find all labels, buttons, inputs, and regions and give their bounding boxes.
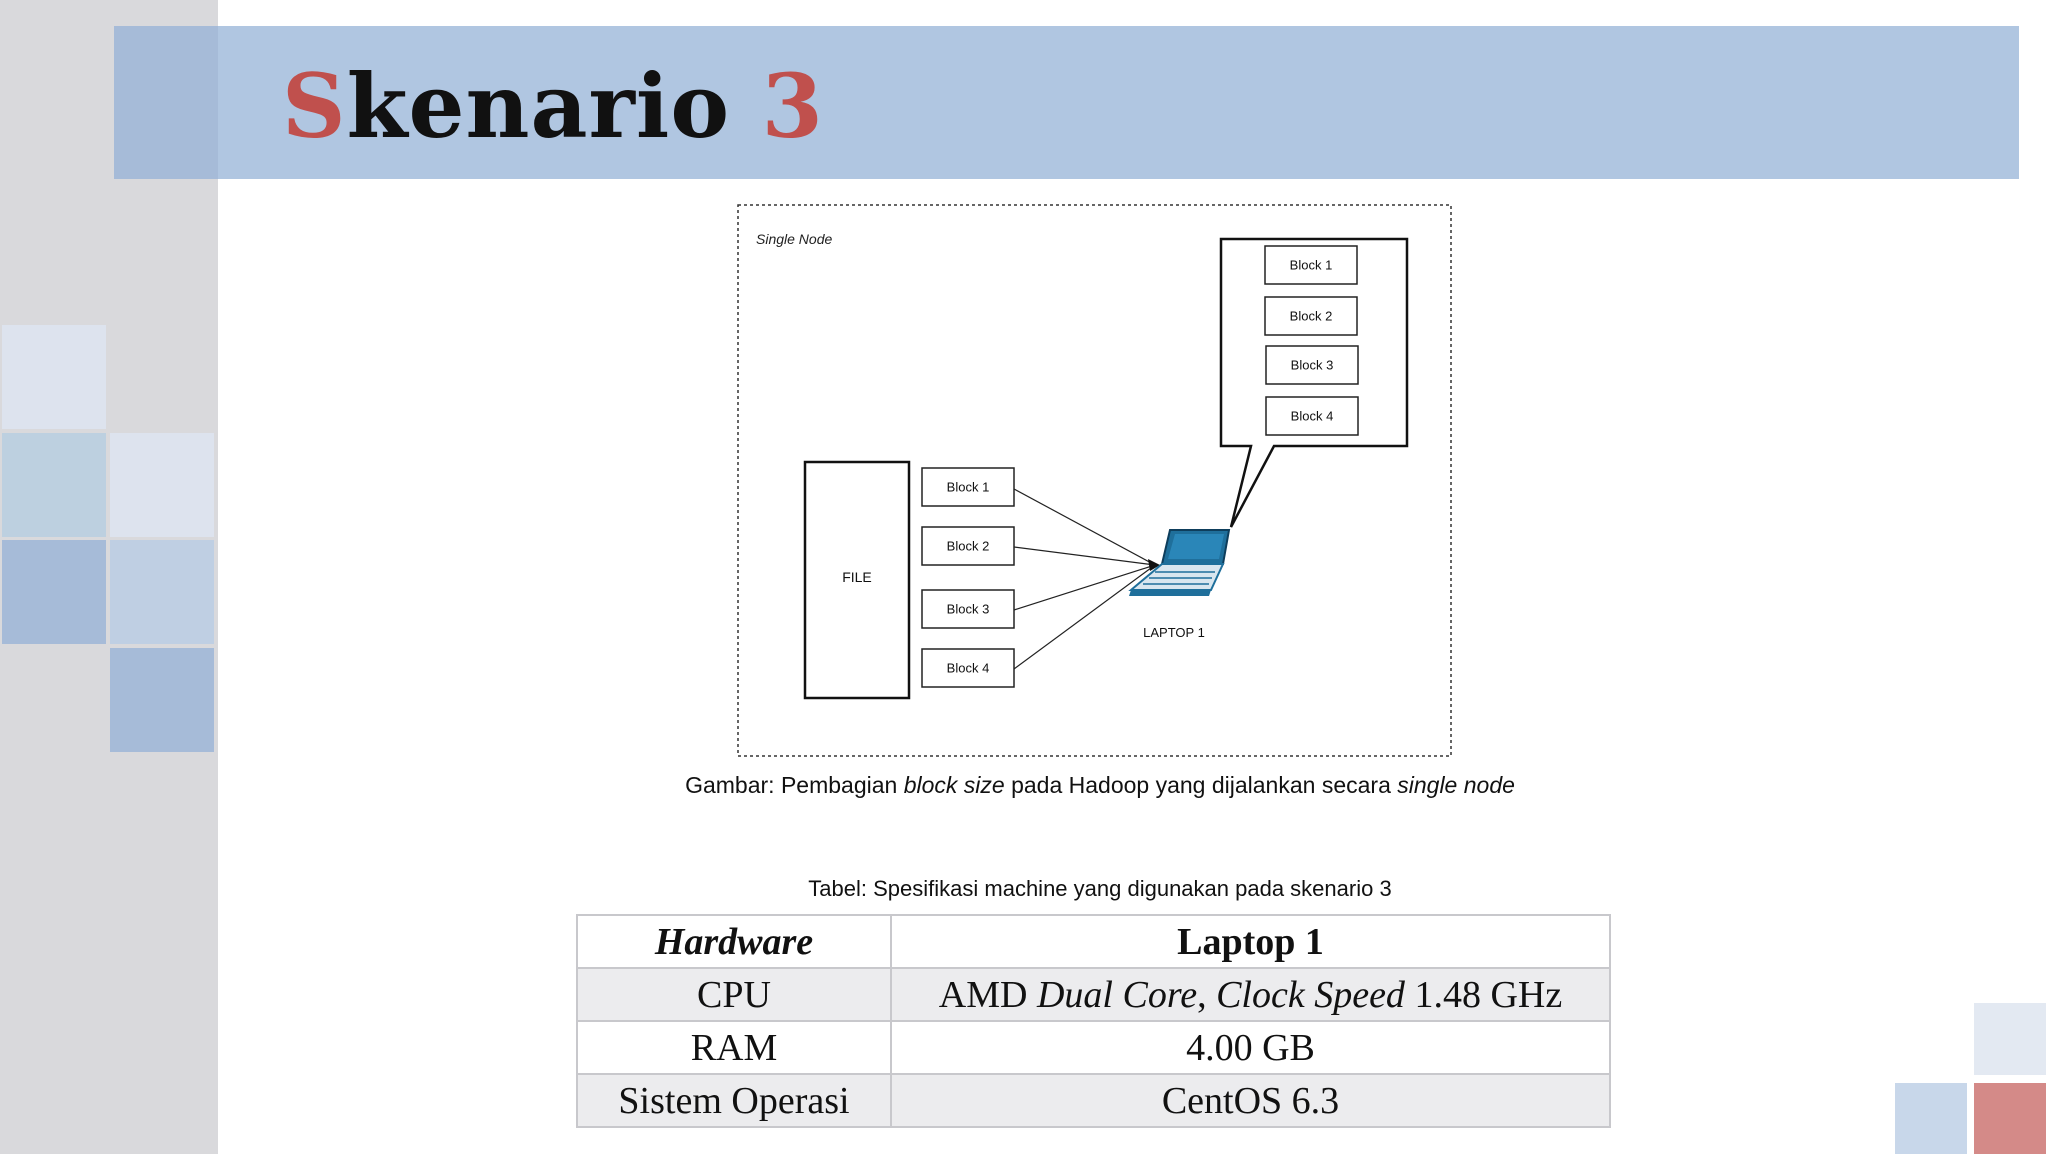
cpu-dual-core: Dual Core — [1036, 973, 1198, 1016]
cpu-speed: 1.48 GHz — [1404, 973, 1563, 1016]
slide-title: Skenario 3 — [282, 56, 824, 156]
arrow-block-2 — [1013, 546, 1156, 566]
callout-block-1: Block 1 — [1264, 245, 1358, 285]
file-label: FILE — [842, 569, 872, 585]
file-box — [803, 460, 911, 700]
cpu-clock-speed: Clock Speed — [1216, 973, 1405, 1016]
decor-square — [110, 433, 214, 537]
caption-block-size: block size — [903, 772, 1005, 798]
title-bar — [114, 26, 2019, 179]
spec-table: Hardware Laptop 1 CPU AMD Dual Core, Clo… — [576, 914, 1611, 1128]
decor-square — [2, 540, 106, 644]
arrow-block-1 — [1013, 488, 1156, 566]
left-block-1-label: Block 1 — [947, 479, 990, 494]
arrow-block-3 — [1013, 564, 1156, 611]
arrow-head — [1148, 559, 1160, 571]
callout-block-3: Block 3 — [1265, 345, 1359, 385]
caption-middle: pada Hadoop yang dijalankan secara — [1004, 772, 1398, 798]
title-text: kenario — [346, 54, 731, 158]
os-value: CentOS 6.3 — [890, 1073, 1611, 1128]
ram-label: RAM — [576, 1020, 892, 1075]
left-block-1: Block 1 — [921, 467, 1015, 507]
title-bar-overlap — [114, 26, 218, 179]
left-block-4: Block 4 — [921, 648, 1015, 688]
laptop-label: LAPTOP 1 — [1143, 625, 1205, 640]
left-block-3-label: Block 3 — [947, 601, 990, 616]
callout-block-2-label: Block 2 — [1290, 308, 1333, 323]
decor-square — [110, 540, 214, 644]
callout-block-3-label: Block 3 — [1291, 357, 1334, 372]
header-hardware: Hardware — [576, 914, 892, 969]
os-label: Sistem Operasi — [576, 1073, 892, 1128]
title-number: 3 — [761, 54, 824, 158]
block-arrows — [1013, 488, 1156, 670]
single-node-diagram: Single Node FILE Block 1 Block 2 Block 3… — [737, 204, 1452, 757]
callout-block-1-label: Block 1 — [1290, 257, 1333, 272]
cpu-label: CPU — [576, 967, 892, 1022]
figure-caption: Gambar: Pembagian block size pada Hadoop… — [600, 772, 1600, 799]
table-caption: Tabel: Spesifikasi machine yang digunaka… — [808, 876, 1392, 901]
title-first-letter: S — [282, 54, 347, 158]
table-row: RAM 4.00 GB — [576, 1020, 1611, 1075]
caption-prefix: Gambar: Pembagian — [685, 772, 904, 798]
decor-square — [2, 433, 106, 537]
callout-block-2: Block 2 — [1264, 296, 1358, 336]
decor-square — [1974, 1003, 2046, 1075]
table-row: Sistem Operasi CentOS 6.3 — [576, 1073, 1611, 1128]
header-laptop: Laptop 1 — [890, 914, 1611, 969]
table-row: CPU AMD Dual Core, Clock Speed 1.48 GHz — [576, 967, 1611, 1022]
decor-square — [110, 648, 214, 752]
arrow-block-4 — [1013, 564, 1156, 670]
decor-square — [2, 325, 106, 429]
cpu-value: AMD Dual Core, Clock Speed 1.48 GHz — [890, 967, 1611, 1022]
table-row: Hardware Laptop 1 — [576, 914, 1611, 969]
single-node-label: Single Node — [756, 231, 832, 247]
left-block-4-label: Block 4 — [947, 660, 990, 675]
left-block-2-label: Block 2 — [947, 538, 990, 553]
callout-block-4: Block 4 — [1265, 396, 1359, 436]
caption-single-node: single node — [1397, 772, 1515, 798]
header-hardware-text: Hardware — [654, 920, 814, 963]
laptop-icon — [1128, 529, 1231, 596]
ram-value: 4.00 GB — [890, 1020, 1611, 1075]
left-block-3: Block 3 — [921, 589, 1015, 629]
cpu-amd: AMD — [938, 973, 1037, 1016]
cpu-comma: , — [1197, 973, 1217, 1016]
decor-square — [1974, 1083, 2046, 1154]
decor-square — [1895, 1083, 1967, 1154]
callout-block-4-label: Block 4 — [1291, 408, 1334, 423]
left-block-2: Block 2 — [921, 526, 1015, 566]
